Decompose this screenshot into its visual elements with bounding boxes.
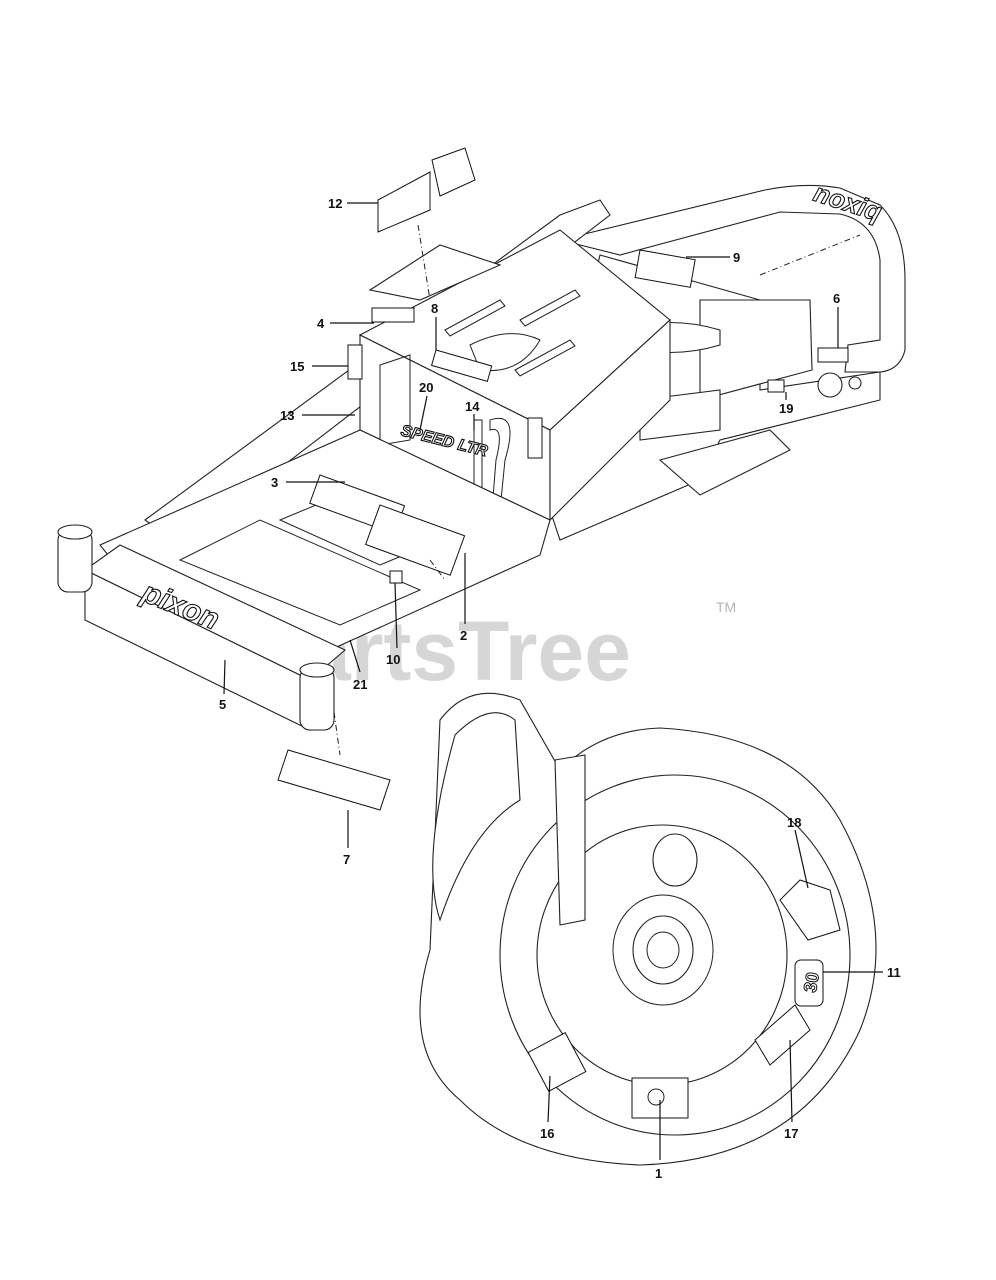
callouts: 12 9 4 8 6 15 20 14 13 19 3 10 2 21 5 7 — [219, 196, 901, 1181]
callout-2: 2 — [460, 628, 467, 643]
rear-brand-logo: noxiq — [810, 177, 886, 228]
callout-6: 6 — [833, 291, 840, 306]
callout-20: 20 — [419, 380, 433, 395]
rear-foot-plate — [658, 429, 791, 496]
right-side-panel — [699, 299, 813, 401]
ignition — [817, 372, 843, 398]
discharge-chute — [432, 712, 521, 922]
decal-4 — [371, 307, 415, 323]
floor-mat-front — [178, 519, 422, 626]
watermark-trademark: TM — [716, 599, 736, 615]
callout-3: 3 — [271, 475, 278, 490]
deck-lift-arm — [554, 754, 586, 926]
callout-10: 10 — [386, 652, 400, 667]
decal-17 — [754, 1004, 811, 1066]
front-top-shield — [368, 244, 502, 301]
lever-bracket — [379, 354, 411, 446]
decal-9 — [634, 249, 696, 288]
decal-15 — [347, 344, 363, 380]
rear-centerline — [759, 234, 861, 276]
decal-side — [527, 417, 543, 459]
callout-7: 7 — [343, 852, 350, 867]
callout-16: 16 — [540, 1126, 554, 1141]
mower-deck-drawing: 30 — [419, 692, 877, 1166]
size-badge-text: 30 — [800, 971, 823, 994]
decal-16 — [527, 1032, 587, 1092]
callout-18: 18 — [787, 815, 801, 830]
callout-9: 9 — [733, 250, 740, 265]
decal-8 — [430, 349, 493, 382]
callout-12: 12 — [328, 196, 342, 211]
decal-7 — [277, 749, 391, 811]
callout-13: 13 — [280, 408, 294, 423]
callout-14: 14 — [465, 399, 480, 414]
callout-5: 5 — [219, 697, 226, 712]
size-badge-frame — [794, 959, 824, 1007]
callout-4: 4 — [317, 316, 325, 331]
rear-handle-bar — [559, 184, 906, 373]
chassis-drawing: noxiq SPEED LTR — [57, 147, 906, 811]
decal-19 — [767, 379, 785, 393]
callout-15: 15 — [290, 359, 304, 374]
decal-12-lower — [377, 171, 431, 233]
callout-8: 8 — [431, 301, 438, 316]
decal-10 — [389, 570, 403, 584]
decal-6 — [817, 347, 849, 363]
decal-18 — [779, 879, 841, 941]
idler-pulley — [652, 833, 698, 887]
rear-brand-text: noxiq — [810, 177, 885, 227]
knob — [848, 376, 862, 390]
callout-17: 17 — [784, 1126, 798, 1141]
callout-19: 19 — [779, 401, 793, 416]
callout-11: 11 — [887, 965, 901, 980]
decal-2 — [364, 504, 466, 576]
callout-21: 21 — [353, 677, 367, 692]
spindle-pulley — [632, 915, 694, 985]
seat-platform-side — [549, 318, 671, 522]
decal-12-upper — [431, 147, 476, 197]
callout-1: 1 — [655, 1166, 662, 1181]
